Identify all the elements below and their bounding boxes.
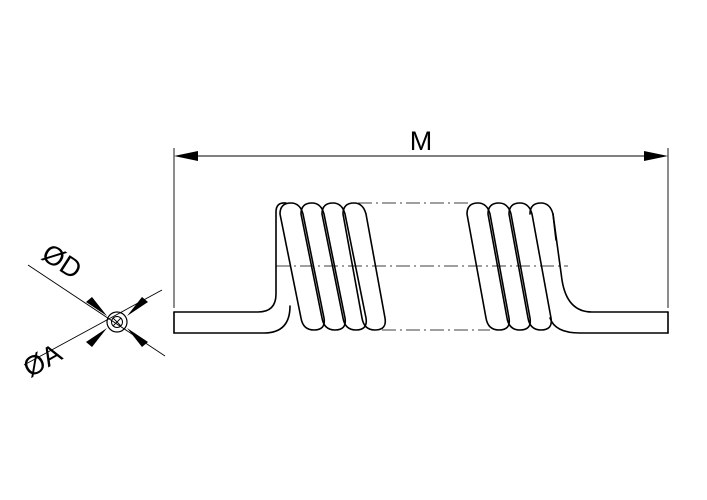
arrowhead-right [644, 151, 668, 161]
wire-diameter-label: ØA [18, 338, 67, 383]
wire-outer-circle [106, 311, 128, 333]
arrowhead-a-right [127, 297, 148, 316]
length-dimension: M [173, 126, 669, 308]
section-cross-b [112, 317, 122, 327]
wire-inner-circle [111, 316, 123, 328]
wire-section-detail: ØD ØA [18, 238, 166, 383]
arrowhead-left [174, 151, 198, 161]
outer-diameter-label: ØD [37, 238, 87, 285]
left-leg [173, 202, 291, 334]
length-label: M [410, 126, 433, 156]
arrowhead-d-right [127, 328, 148, 347]
arrowhead-a-left [86, 328, 107, 347]
right-coil [466, 202, 557, 331]
right-leg [549, 213, 669, 334]
centerlines [276, 202, 568, 331]
left-coil [279, 202, 387, 331]
arrowhead-d-left [86, 297, 107, 316]
